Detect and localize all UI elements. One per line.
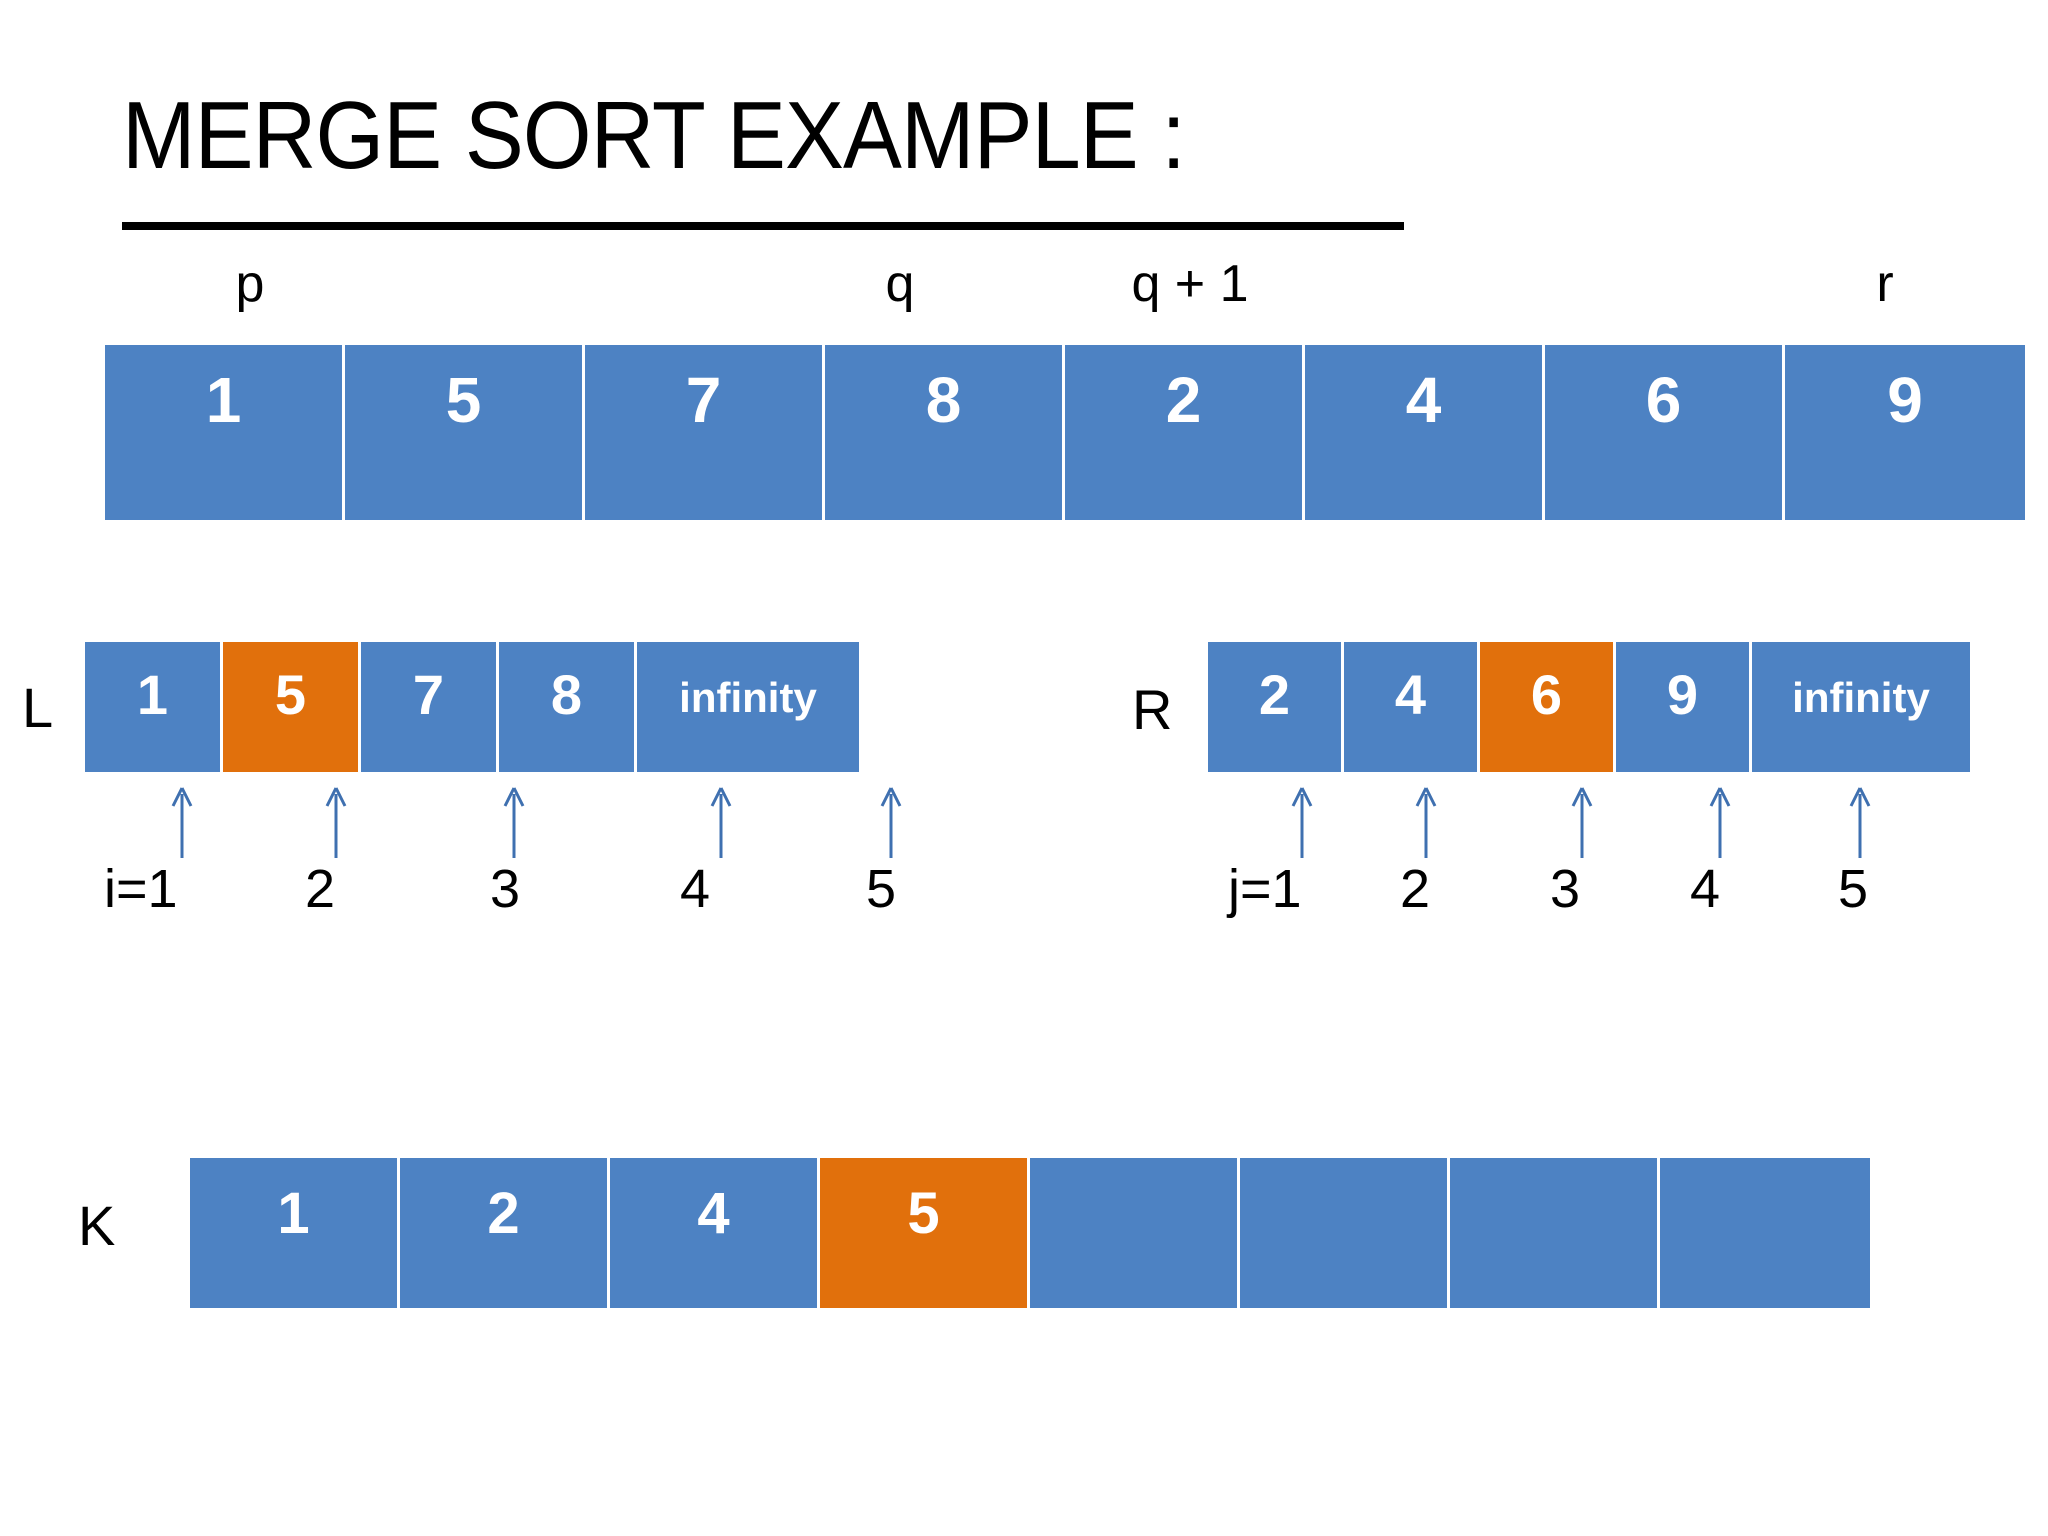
k-array-cell[interactable]: 2	[400, 1158, 610, 1308]
k-array-cell-empty[interactable]	[1450, 1158, 1660, 1308]
l-index-arrow	[168, 786, 196, 858]
r-array-cell[interactable]: 6	[1480, 642, 1616, 772]
r-array-cell[interactable]: 2	[1208, 642, 1344, 772]
l-index-label: 4	[680, 859, 711, 919]
main-array-cell[interactable]: 1	[105, 345, 345, 520]
k-array-cell[interactable]: 1	[190, 1158, 400, 1308]
array-label-R: R	[1132, 678, 1173, 741]
main-array-cell[interactable]: 7	[585, 345, 825, 520]
l-index-arrow	[707, 786, 735, 858]
l-array: 1 5 7 8 infinity	[85, 642, 859, 772]
r-index-arrow	[1288, 786, 1316, 858]
k-array-cell-empty[interactable]	[1240, 1158, 1450, 1308]
title-block: MERGE SORT EXAMPLE :	[122, 82, 1186, 189]
l-index-label: 3	[490, 859, 521, 919]
r-array-cell[interactable]: 4	[1344, 642, 1480, 772]
r-index-label: 4	[1690, 859, 1721, 919]
k-array-cell[interactable]: 5	[820, 1158, 1030, 1308]
l-index-label: i=1	[104, 859, 178, 919]
array-label-K: K	[78, 1194, 116, 1257]
main-array-cell[interactable]: 8	[825, 345, 1065, 520]
main-array-cell[interactable]: 9	[1785, 345, 2025, 520]
main-array: 1 5 7 8 2 4 6 9	[105, 345, 2025, 520]
main-array-cell[interactable]: 6	[1545, 345, 1785, 520]
main-array-cell[interactable]: 5	[345, 345, 585, 520]
pointer-label-q: q	[885, 255, 915, 313]
pointer-label-p: p	[235, 255, 265, 313]
k-array-cell-empty[interactable]	[1030, 1158, 1240, 1308]
l-index-arrow	[500, 786, 528, 858]
pointer-label-q-plus-1: q + 1	[1131, 255, 1249, 313]
r-index-label: 5	[1838, 859, 1869, 919]
page-title: MERGE SORT EXAMPLE :	[122, 82, 1186, 189]
k-array-cell[interactable]: 4	[610, 1158, 820, 1308]
r-index-arrow	[1568, 786, 1596, 858]
main-array-cell[interactable]: 4	[1305, 345, 1545, 520]
l-index-label: 2	[305, 859, 336, 919]
r-array-cell[interactable]: 9	[1616, 642, 1752, 772]
title-underline	[122, 222, 1404, 230]
k-array-cell-empty[interactable]	[1660, 1158, 1870, 1308]
r-index-label: j=1	[1228, 859, 1302, 919]
l-array-cell[interactable]: 8	[499, 642, 637, 772]
r-index-arrow	[1412, 786, 1440, 858]
k-array: 1 2 4 5	[190, 1158, 1870, 1308]
l-array-cell[interactable]: 5	[223, 642, 361, 772]
r-array: 2 4 6 9 infinity	[1208, 642, 1970, 772]
r-index-arrow	[1846, 786, 1874, 858]
r-index-label: 2	[1400, 859, 1431, 919]
l-index-arrow	[877, 786, 905, 858]
l-index-arrow	[322, 786, 350, 858]
r-index-arrow	[1706, 786, 1734, 858]
r-array-cell-infinity[interactable]: infinity	[1752, 642, 1970, 772]
l-array-cell[interactable]: 7	[361, 642, 499, 772]
l-array-cell-infinity[interactable]: infinity	[637, 642, 859, 772]
pointer-label-r: r	[1876, 255, 1894, 313]
r-index-label: 3	[1550, 859, 1581, 919]
l-index-label: 5	[866, 859, 897, 919]
main-array-cell[interactable]: 2	[1065, 345, 1305, 520]
l-array-cell[interactable]: 1	[85, 642, 223, 772]
array-label-L: L	[22, 676, 54, 739]
